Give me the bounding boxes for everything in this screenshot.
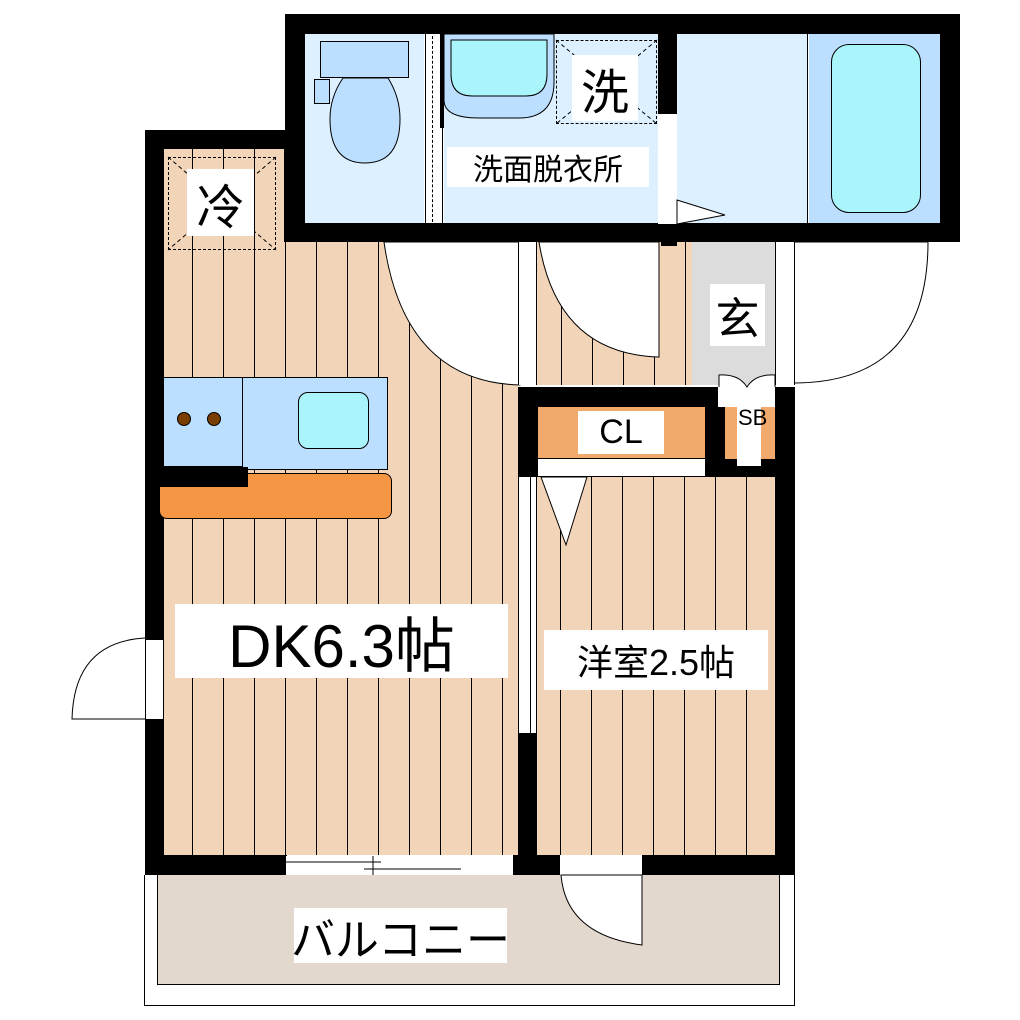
entrance-door-jamb xyxy=(775,242,795,385)
closet-door[interactable] xyxy=(538,458,705,476)
dk-side-door-swing-icon[interactable] xyxy=(71,637,146,720)
fridge-space xyxy=(168,157,276,250)
sliding-door-dk-western[interactable] xyxy=(518,477,537,735)
sliding-door-mid-line xyxy=(530,477,531,735)
wall-left-top xyxy=(145,130,305,149)
kitchen-sink-icon xyxy=(298,392,369,449)
wall-upper-right xyxy=(940,14,960,242)
closet-label: CL xyxy=(578,411,664,454)
wall-kitchen-stub-2 xyxy=(158,467,248,487)
dk-window-lines xyxy=(286,856,461,875)
wash-basin-icon xyxy=(443,33,555,119)
burner-2 xyxy=(207,412,221,426)
toilet-tank xyxy=(320,41,409,78)
wall-right xyxy=(775,387,795,875)
wall-bottom-mid xyxy=(513,855,560,875)
bath-door-opening[interactable] xyxy=(658,114,677,224)
bathroom-washing-area xyxy=(677,34,808,223)
western-room-balcony-door[interactable] xyxy=(560,856,642,875)
shoe-box-door-strip xyxy=(737,407,761,466)
washer-space xyxy=(556,40,657,124)
bath-door-triangle xyxy=(676,199,726,225)
shoe-box-door[interactable] xyxy=(718,385,781,407)
wall-top xyxy=(285,14,960,34)
wall-bottom-left xyxy=(145,855,287,875)
bathtub-icon xyxy=(831,44,921,213)
wall-bottom-right xyxy=(642,855,795,875)
fridge-label: 冷 xyxy=(187,169,254,236)
wall-washroom-door-stub xyxy=(661,236,677,246)
toilet-door-dashes xyxy=(432,36,433,222)
washroom-label: 洗面脱衣所 xyxy=(447,147,649,187)
stove xyxy=(164,377,243,467)
wall-toilet-stub xyxy=(440,34,445,128)
wall-bath-left xyxy=(658,34,677,114)
toilet-paper-holder xyxy=(314,79,330,104)
washroom-door-swing-icon[interactable] xyxy=(537,241,661,360)
entrance-label: 玄 xyxy=(710,284,765,346)
dk-side-door-opening xyxy=(145,640,164,719)
dk-door-swing-icon[interactable] xyxy=(383,241,521,387)
wall-left-lower xyxy=(145,719,164,875)
dk-floor-upper xyxy=(164,149,284,242)
toilet-bowl-icon xyxy=(329,77,401,164)
wall-fridge-right xyxy=(284,130,305,242)
wall-dk-western xyxy=(518,733,537,875)
burner-1 xyxy=(177,412,191,426)
wall-left xyxy=(145,130,164,640)
balcony-label: バルコニー xyxy=(291,908,510,965)
wall-upper-bottom xyxy=(285,223,960,242)
dk-label: DK6.3帖 xyxy=(175,604,508,680)
entrance-door-swing-icon[interactable] xyxy=(794,241,930,385)
dk-door-jamb xyxy=(518,242,537,385)
shoe-box-label: SB xyxy=(738,405,768,430)
western-room-label: 洋室2.5帖 xyxy=(544,630,768,690)
shoe-box-door-swing-icon xyxy=(718,374,776,388)
toilet-sliding-door[interactable] xyxy=(425,34,443,223)
balcony-door-swing-icon xyxy=(560,874,643,946)
western-room-door-triangle xyxy=(540,476,588,547)
washer-space-label: 洗 xyxy=(572,55,638,121)
